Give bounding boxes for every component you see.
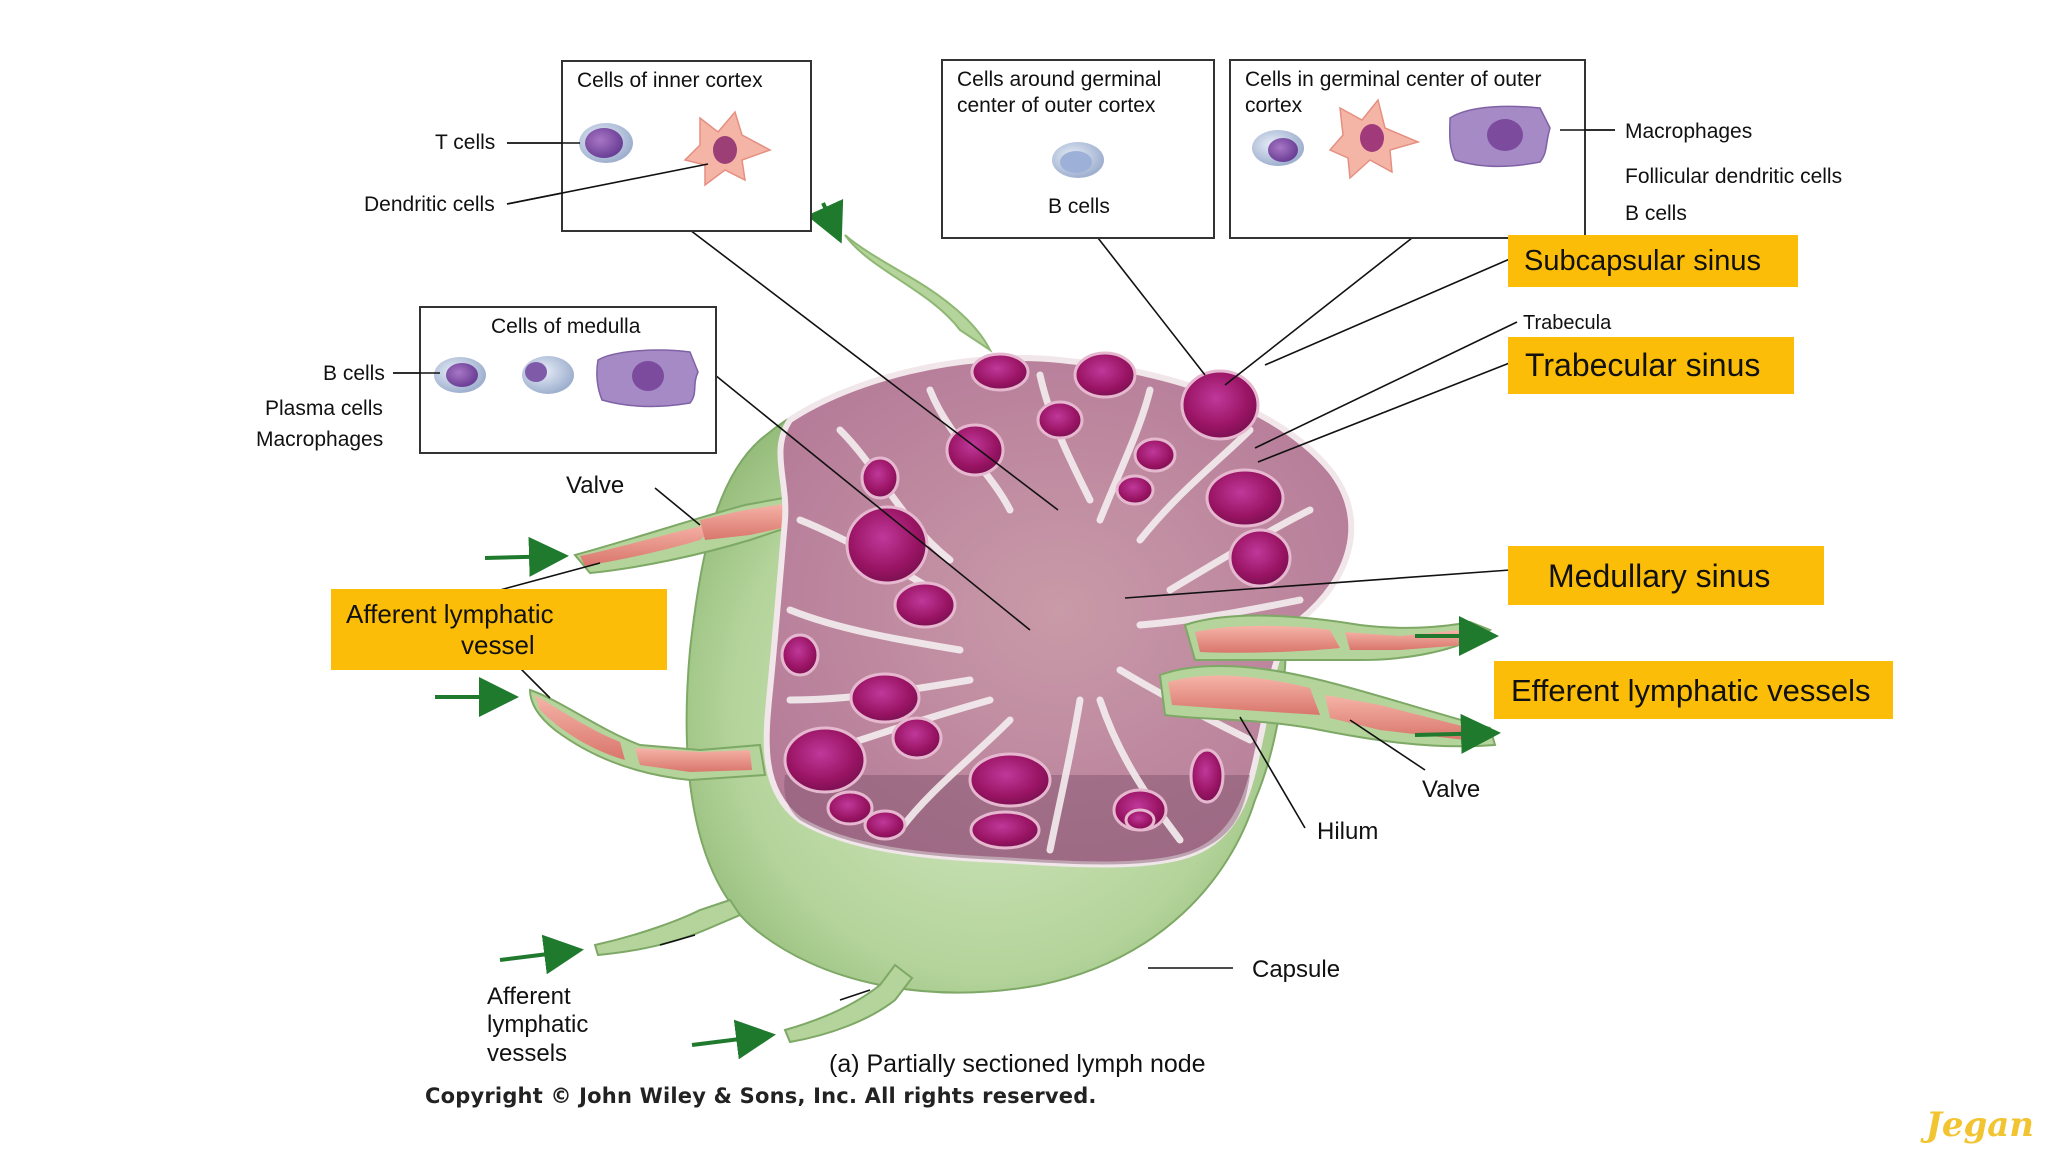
nodule — [1180, 369, 1260, 441]
b-cells-label: B cells — [1048, 195, 1110, 218]
nodule — [1205, 468, 1285, 528]
flow-arrow — [806, 198, 844, 244]
trabecular-sinus-label: Trabecular sinus — [1525, 347, 1761, 383]
b-cells-medulla-label: B cells — [323, 362, 385, 385]
macrophages-medulla-label: Macrophages — [256, 428, 384, 451]
flow-arrow — [691, 1019, 776, 1060]
medullary-sinus-highlight: Medullary sinus — [1508, 546, 1824, 605]
macrophages-label: Macrophages — [1625, 120, 1753, 143]
nodule — [970, 352, 1030, 392]
box-title: Cells around germinal center of outer co… — [957, 68, 1162, 117]
afferent-vessel-label-line2: vessel — [461, 630, 535, 660]
nodule — [1073, 351, 1137, 399]
follicular-dendritic-cells-label: Follicular dendritic cells — [1625, 165, 1843, 188]
nodule — [945, 423, 1005, 477]
box-title: Cells of medulla — [491, 315, 641, 338]
afferent-vessels-label-line2: lymphatic — [487, 1011, 589, 1038]
nodule — [845, 505, 929, 585]
afferent-vessels-label-line3: vessels — [487, 1040, 568, 1067]
nodule — [969, 810, 1041, 850]
nodule — [891, 716, 943, 760]
box-around-germinal-center: Cells around germinal center of outer co… — [941, 59, 1215, 239]
flow-arrow — [499, 934, 584, 975]
box-inner-cortex: Cells of inner cortex — [561, 60, 812, 232]
trabecular-sinus-highlight: Trabecular sinus — [1508, 337, 1794, 394]
afferent-vessels-label-line1: Afferent — [487, 983, 571, 1010]
box-medulla: Cells of medulla — [419, 306, 717, 454]
plasma-cells-label: Plasma cells — [265, 397, 383, 420]
hilum-label: Hilum — [1317, 818, 1379, 845]
nodule — [1036, 400, 1084, 440]
nodule — [783, 726, 867, 794]
flow-arrow — [1414, 713, 1501, 754]
box-title: Cells of inner cortex — [577, 69, 763, 92]
dendritic-cells-label: Dendritic cells — [364, 193, 495, 216]
nodule — [1228, 528, 1292, 588]
nodule — [1115, 474, 1155, 506]
figure-caption: (a) Partially sectioned lymph node — [829, 1050, 1206, 1078]
afferent-vessel-4 — [783, 963, 914, 1044]
subcapsular-sinus-highlight: Subcapsular sinus — [1508, 235, 1798, 287]
box-title: Cells in germinal center of outer cortex — [1245, 68, 1542, 117]
afferent-vessel-highlight: Afferent lymphatic vessel — [331, 589, 667, 670]
subcapsular-sinus-label: Subcapsular sinus — [1524, 245, 1761, 277]
valve-label-bottom: Valve — [1422, 776, 1481, 803]
trabecula-label: Trabecula — [1523, 312, 1612, 334]
nodule — [1124, 808, 1156, 832]
valve-label-top: Valve — [566, 472, 625, 499]
box-in-germinal-center: Cells in germinal center of outer cortex — [1229, 59, 1586, 239]
efferent-vessels — [1158, 614, 1497, 748]
copyright-notice: Copyright © John Wiley & Sons, Inc. All … — [425, 1084, 1097, 1108]
t-cells-label: T cells — [435, 131, 496, 154]
afferent-vessel-label-line1: Afferent lymphatic — [346, 599, 554, 629]
nodule — [1189, 748, 1225, 804]
nodule — [1133, 437, 1177, 473]
nodule — [860, 456, 900, 500]
nodule — [826, 790, 874, 826]
nodule — [849, 672, 921, 724]
nodule — [968, 752, 1052, 808]
nodule — [863, 809, 907, 841]
flow-arrow — [484, 536, 569, 577]
efferent-vessels-highlight: Efferent lymphatic vessels — [1494, 661, 1893, 719]
nodule — [893, 581, 957, 629]
signature-watermark: Jegan — [1925, 1105, 2034, 1145]
efferent-vessels-label: Efferent lymphatic vessels — [1511, 673, 1871, 708]
nodule — [780, 633, 820, 677]
capsule-vessel-top — [844, 234, 993, 353]
medullary-sinus-label: Medullary sinus — [1548, 558, 1771, 594]
capsule-label: Capsule — [1252, 956, 1341, 983]
b-cells-label: B cells — [1625, 202, 1687, 225]
afferent-vessel-3 — [593, 898, 742, 957]
